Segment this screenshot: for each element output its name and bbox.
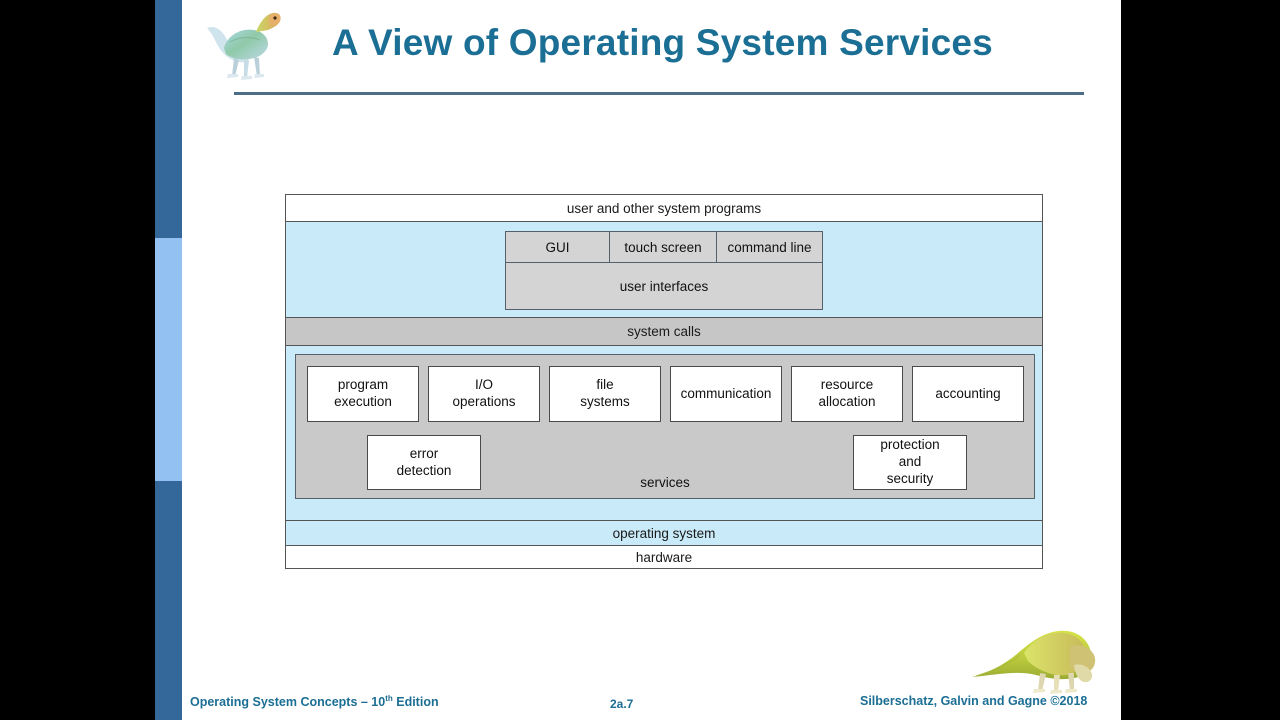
letterbox-left [0, 0, 155, 720]
dimetrodon-icon [972, 630, 1096, 694]
service-line-2: allocation [818, 394, 876, 409]
layer-hardware: hardware [286, 546, 1042, 568]
interface-cell-touch-screen[interactable]: touch screen [610, 232, 717, 262]
interface-cell-gui[interactable]: GUI [506, 232, 610, 262]
layer-user-programs: user and other system programs [286, 195, 1042, 222]
rail-segment-top [155, 0, 182, 238]
service-error-detection[interactable]: error detection [367, 435, 481, 490]
service-line-1: resource [820, 377, 874, 393]
footer-copyright: Silberschatz, Galvin and Gagne ©2018 [860, 694, 1088, 708]
service-file-systems[interactable]: file systems [549, 366, 661, 422]
service-line-1: protection [880, 437, 940, 453]
interface-cell-command-line[interactable]: command line [727, 239, 812, 255]
interface-cells-row: GUI touch screen command line [506, 232, 822, 262]
service-line-2: systems [580, 394, 630, 409]
rail-segment-bottom [155, 481, 182, 720]
service-line-1: I/O [474, 377, 493, 393]
letterbox-right [1121, 0, 1280, 720]
service-line-1: accounting [935, 385, 1001, 401]
slide-canvas: A View of Operating System Services user… [155, 0, 1121, 720]
service-line-1: program [337, 377, 389, 393]
slide-accent-rail [155, 0, 182, 720]
service-resource-allocation[interactable]: resource allocation [791, 366, 903, 422]
service-io-operations[interactable]: I/O operations [428, 366, 540, 422]
service-program-execution[interactable]: program execution [307, 366, 419, 422]
service-line-1: file [596, 377, 614, 393]
user-interfaces-group: GUI touch screen command line user inter… [505, 231, 823, 310]
service-line-2: detection [396, 462, 452, 478]
services-label: services [640, 475, 690, 490]
service-line-2: operations [452, 394, 516, 409]
service-line-2: and [898, 454, 922, 470]
layer-system-calls: system calls [286, 318, 1042, 346]
slide-header: A View of Operating System Services [182, 0, 1121, 100]
layer-user-interfaces-band: GUI touch screen command line user inter… [286, 222, 1042, 318]
service-communication[interactable]: communication [670, 366, 782, 422]
dinosaur-icon [207, 12, 281, 80]
footer-book-title-text: Operating System Concepts – 10 [190, 695, 386, 710]
services-container: program execution I/O operations file sy… [295, 354, 1035, 499]
footer-edition-sup: th [385, 694, 393, 703]
service-line-1: communication [680, 385, 772, 401]
footer-edition-text: Edition [392, 695, 439, 710]
page-title: A View of Operating System Services [332, 22, 993, 63]
footer-book-title: Operating System Concepts – 10th Edition [190, 694, 439, 709]
service-accounting[interactable]: accounting [912, 366, 1024, 422]
title-underline [234, 92, 1084, 95]
service-line-3: security [886, 470, 934, 486]
layer-operating-system-label: operating system [286, 521, 1042, 546]
slide-number: 2a.7 [610, 697, 634, 711]
layer-operating-system-band: program execution I/O operations file sy… [286, 346, 1042, 521]
rail-segment-middle [155, 238, 182, 481]
service-protection-and-security[interactable]: protection and security [853, 435, 967, 490]
service-line-2: execution [334, 394, 392, 409]
os-services-diagram: user and other system programs GUI touch… [285, 194, 1043, 569]
service-line-1: error [409, 445, 439, 461]
user-interfaces-label: user interfaces [506, 262, 822, 309]
